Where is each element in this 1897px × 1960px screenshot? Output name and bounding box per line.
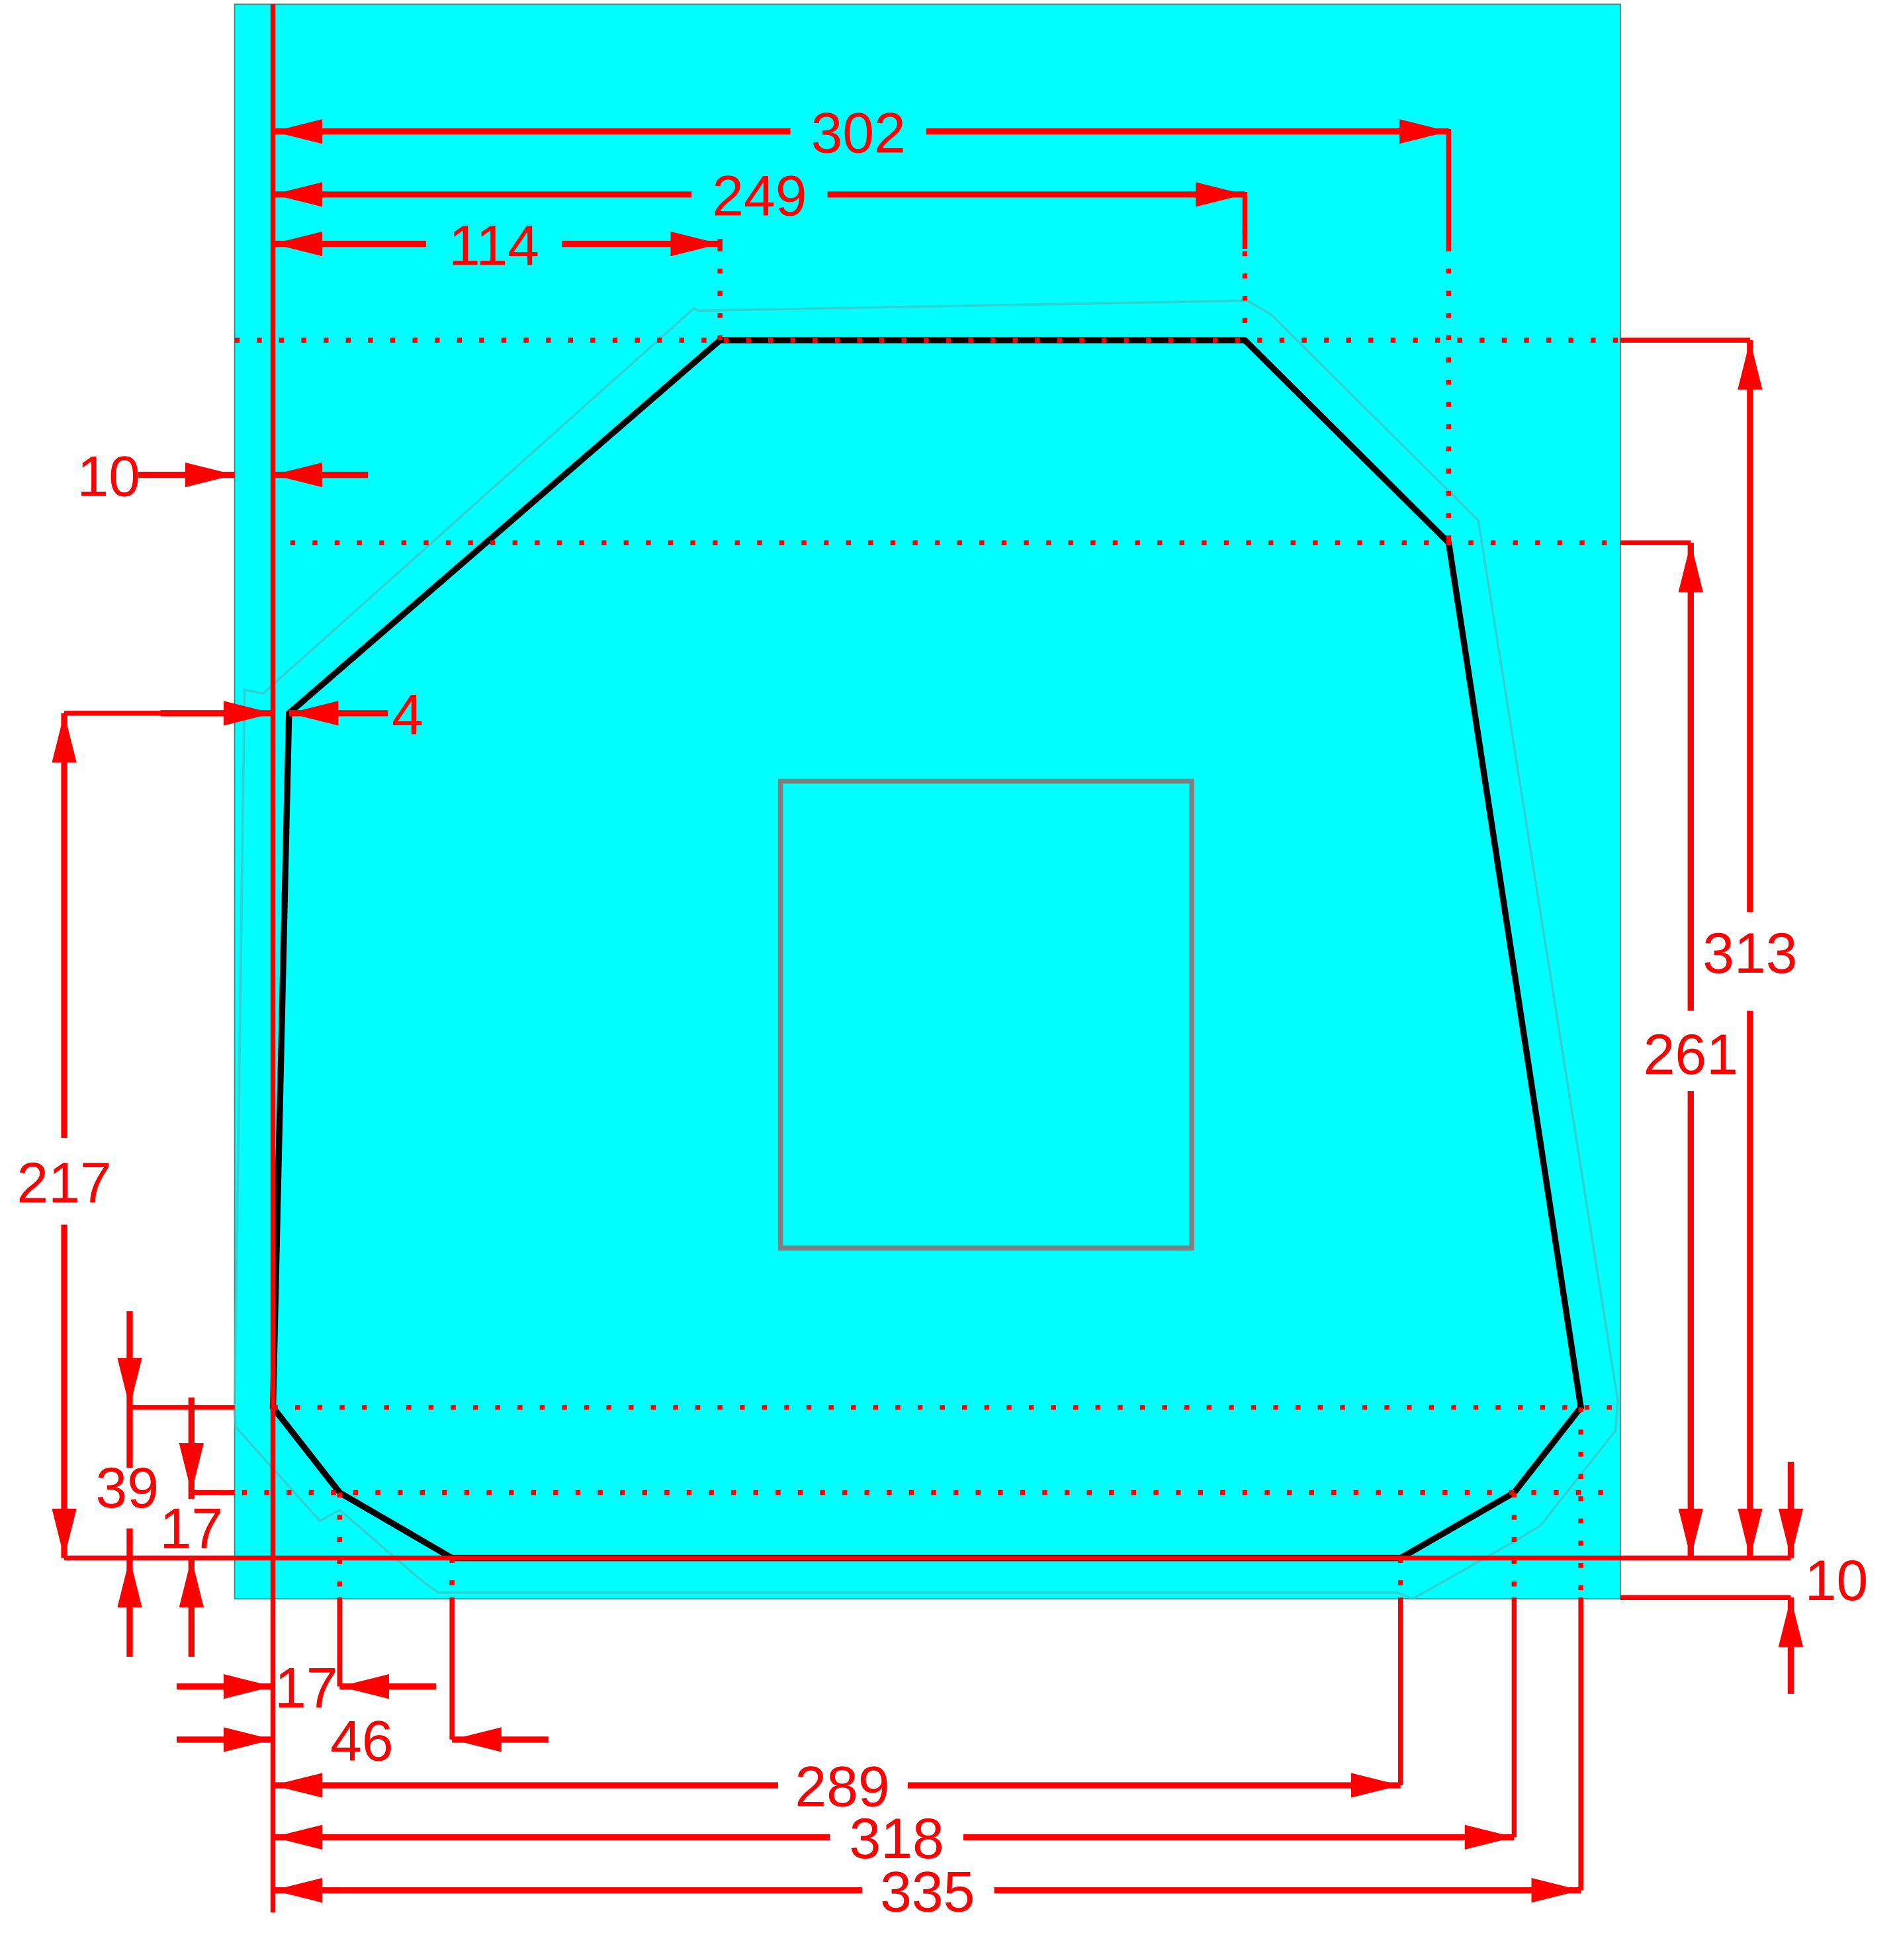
ghost-outline: [233, 299, 1620, 1601]
dim-left-17: 17: [160, 1497, 224, 1561]
dim-right-313: 313: [1702, 922, 1797, 985]
dim-right-261: 261: [1644, 1023, 1738, 1087]
dim-bottom-289: 289: [795, 1756, 889, 1819]
panel-background: [234, 3, 1621, 1600]
dim-left-margin-10: 10: [77, 445, 140, 508]
dim-top-302: 302: [811, 101, 906, 165]
dim-bottom-right-10: 10: [1805, 1549, 1869, 1613]
dim-bottom-318: 318: [849, 1807, 944, 1871]
dim-bottom-46: 46: [330, 1710, 394, 1773]
dim-left-39: 39: [95, 1456, 159, 1520]
dim-inset-4: 4: [392, 684, 423, 747]
dim-left-217: 217: [17, 1151, 111, 1215]
dim-bottom-335: 335: [880, 1860, 975, 1924]
dim-top-114: 114: [449, 214, 539, 277]
dimension-lines: [52, 119, 1804, 1903]
extension-lines: [197, 229, 1620, 1598]
dim-bottom-17: 17: [275, 1656, 338, 1720]
center-cutout: [777, 778, 1194, 1251]
dim-top-249: 249: [712, 165, 807, 228]
